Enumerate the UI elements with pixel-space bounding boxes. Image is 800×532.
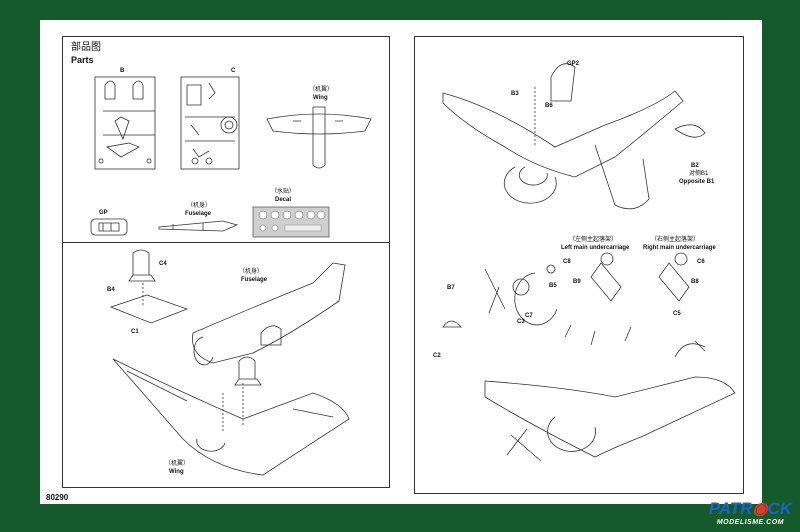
c7-label: C7	[525, 313, 533, 319]
b6-label: B6	[545, 103, 553, 109]
step1-panel: C4 B4 C1 （机身） Fuselage （机翼） Wing	[62, 242, 390, 488]
parts-title-en: Parts	[71, 55, 94, 65]
floor-c1	[109, 294, 189, 324]
wing-step1	[112, 358, 350, 476]
b8-label: B8	[691, 279, 699, 285]
b2-label: B2	[691, 163, 699, 169]
watermark-logo: PATR◉CK MODELISME.COM	[708, 499, 792, 526]
instruction-sheet: 部品图 Parts	[40, 20, 762, 504]
fuselage-drawing	[158, 220, 239, 232]
left-undercarriage-en: Left main undercarriage	[561, 245, 630, 251]
decal-label-cn: （水贴）	[271, 189, 296, 195]
b5-label: B5	[549, 283, 557, 289]
b4-label: B4	[107, 287, 115, 293]
right-undercarriage-cn: （右侧主起落架）	[651, 237, 700, 243]
watermark-text-a: PATR	[708, 499, 753, 518]
fuselage-step1	[192, 262, 346, 364]
gp2-label: GP2	[567, 61, 580, 67]
aircraft-bottom	[484, 376, 736, 458]
c1-label: C1	[131, 329, 139, 335]
sprue-b	[94, 76, 156, 170]
decal-sheet	[252, 206, 330, 238]
sprue-c	[180, 76, 240, 170]
wing-drawing	[266, 106, 372, 169]
wing-step1-cn: （机翼）	[165, 461, 190, 467]
sprue-b-label: B	[120, 68, 125, 74]
left-undercarriage	[590, 262, 622, 302]
c6-label: C6	[697, 259, 705, 265]
aircraft-top	[442, 90, 684, 178]
decal-label-en: Decal	[275, 197, 292, 203]
seat-c4	[128, 249, 156, 282]
opposite-en: Opposite B1	[679, 179, 715, 185]
parts-drawings	[90, 76, 372, 238]
step2-panel: GP2 B3 B6 B2 对侧B1 Opposite B1 （左侧主起落架） L…	[414, 36, 744, 494]
gp-canopy	[90, 218, 128, 236]
parts-title-cn: 部品图	[71, 42, 101, 53]
kit-code: 80290	[46, 493, 69, 502]
right-undercarriage	[658, 262, 690, 302]
wing-label-en: Wing	[313, 95, 328, 101]
c2-label: C2	[433, 353, 441, 359]
fuselage-step1-en: Fuselage	[241, 277, 268, 283]
c3-label: C3	[517, 319, 525, 325]
left-undercarriage-cn: （左侧主起落架）	[569, 237, 618, 243]
wing-label-cn: （机翼）	[309, 87, 334, 93]
spinner-c2	[442, 320, 462, 328]
c4-label: C4	[159, 261, 167, 267]
parts-panel: 部品图 Parts	[62, 36, 390, 242]
propeller-b7	[484, 268, 506, 314]
opposite-cn: 对侧B1	[689, 171, 709, 177]
engine-c7	[514, 272, 558, 326]
b7-label: B7	[447, 285, 455, 291]
right-undercarriage-en: Right main undercarriage	[643, 245, 716, 251]
wing-step1-en: Wing	[169, 469, 184, 475]
watermark-text-b: CK	[767, 499, 792, 518]
fuselage-step1-cn: （机身）	[239, 269, 264, 275]
watermark-subtext: MODELISME.COM	[716, 519, 784, 526]
propeller-bottom	[506, 428, 542, 462]
c5-label: C5	[673, 311, 681, 317]
step1-drawings	[109, 249, 350, 476]
fuselage-label-en: Fuselage	[185, 211, 212, 217]
gp-label: GP	[99, 210, 108, 216]
sprue-c-label: C	[231, 68, 236, 74]
b3-label: B3	[511, 91, 519, 97]
step2-drawings	[442, 63, 736, 462]
c8-label: C8	[563, 259, 571, 265]
canopy-gp2	[550, 63, 576, 102]
b9-label: B9	[573, 279, 581, 285]
fuselage-label-cn: （机身）	[187, 203, 212, 209]
